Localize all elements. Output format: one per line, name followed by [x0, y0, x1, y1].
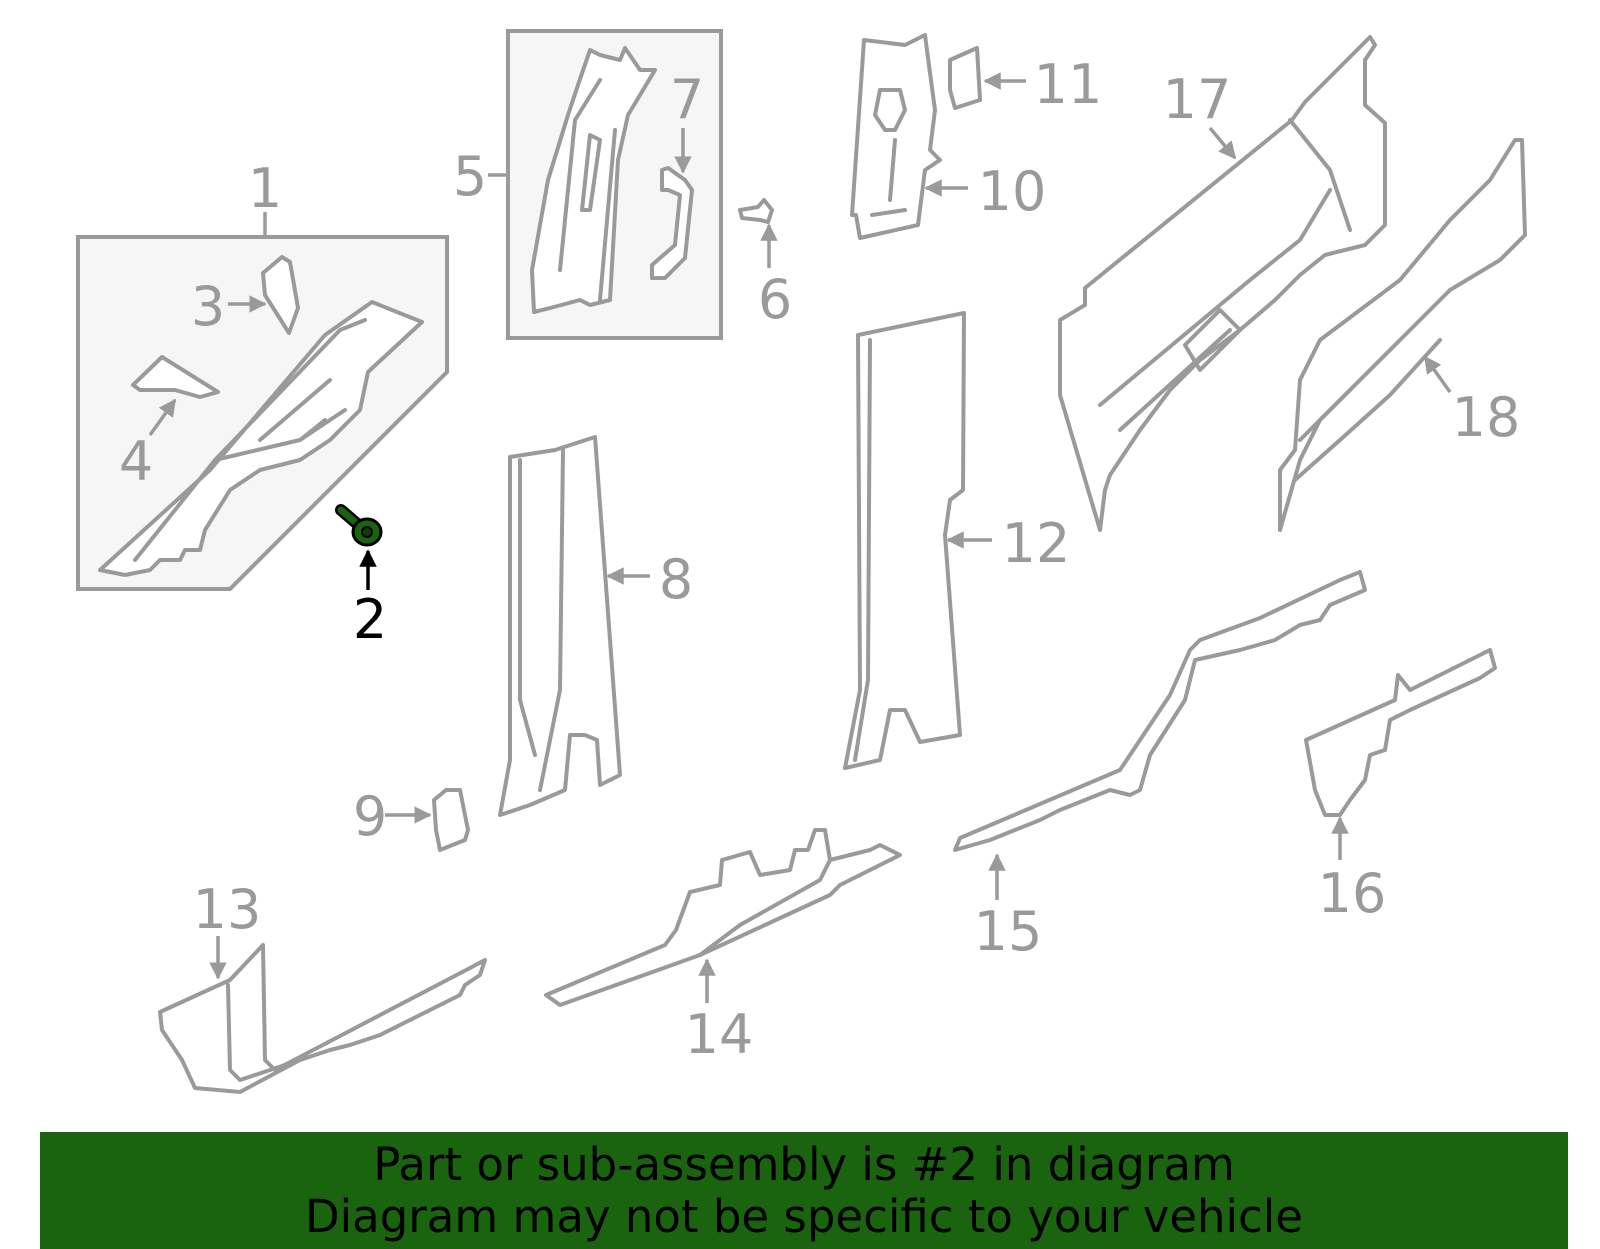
callout-6: 6: [758, 223, 792, 331]
svg-text:6: 6: [758, 268, 792, 331]
part-8-pillar-trim: [498, 435, 622, 817]
svg-text:12: 12: [1002, 512, 1071, 575]
callout-5: 5: [453, 145, 508, 208]
svg-text:16: 16: [1318, 862, 1387, 925]
callout-16: 16: [1318, 816, 1387, 925]
part-15-sill-trim: [953, 570, 1367, 852]
banner-line-2: Diagram may not be specific to your vehi…: [305, 1189, 1303, 1243]
svg-text:18: 18: [1452, 386, 1521, 449]
svg-text:17: 17: [1163, 68, 1232, 131]
svg-text:13: 13: [193, 878, 262, 941]
part-17-panel: [1058, 35, 1387, 532]
callout-11: 11: [983, 53, 1103, 116]
svg-text:1: 1: [248, 157, 282, 220]
callout-18: 18: [1423, 355, 1521, 449]
part-11-clip: [948, 46, 982, 110]
svg-text:9: 9: [353, 785, 387, 848]
svg-text:15: 15: [974, 900, 1043, 963]
info-banner: Part or sub-assembly is #2 in diagram Di…: [40, 1132, 1568, 1249]
part-6-clip: [738, 198, 774, 224]
callout-8: 8: [606, 548, 693, 611]
callout-7: 7: [670, 68, 704, 174]
svg-text:2: 2: [353, 588, 387, 651]
svg-text:14: 14: [685, 1003, 754, 1066]
callout-3: 3: [191, 275, 267, 338]
svg-text:5: 5: [453, 145, 487, 208]
svg-text:7: 7: [670, 68, 704, 131]
svg-text:10: 10: [978, 160, 1047, 223]
part-12-pillar-trim: [843, 311, 966, 770]
callout-12: 12: [946, 512, 1071, 575]
callout-2: 2: [353, 549, 387, 651]
svg-text:8: 8: [659, 548, 693, 611]
part-14-sill-trim: [544, 828, 902, 1007]
callout-4: 4: [119, 398, 177, 493]
part-13-sill-trim: [158, 943, 487, 1094]
part-10-pillar-trim: [850, 33, 942, 240]
part-9-cover: [432, 788, 470, 852]
svg-text:3: 3: [191, 275, 225, 338]
banner-line-1: Part or sub-assembly is #2 in diagram: [373, 1137, 1235, 1191]
callout-9: 9: [353, 785, 432, 848]
callout-15: 15: [974, 853, 1043, 963]
part-2-screw: [335, 504, 383, 547]
part-1-assembly-box: [76, 235, 449, 591]
callout-13: 13: [193, 878, 262, 980]
part-18-insulation: [1278, 138, 1527, 532]
callout-10: 10: [924, 160, 1047, 223]
callout-14: 14: [685, 958, 754, 1066]
svg-text:11: 11: [1034, 53, 1103, 116]
callout-1: 1: [248, 157, 282, 237]
callout-17: 17: [1163, 68, 1237, 160]
part-16-bracket: [1304, 648, 1497, 817]
svg-text:4: 4: [119, 430, 153, 493]
part-5-assembly-box: [506, 29, 723, 340]
